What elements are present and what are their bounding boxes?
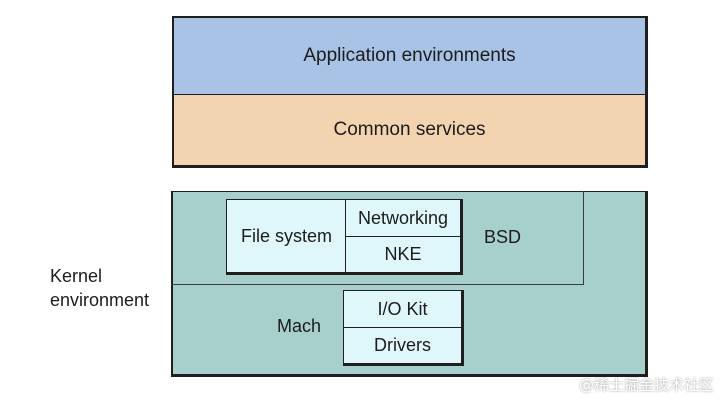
bsd-region-edge bbox=[583, 191, 584, 285]
kernel-label-line1: Kernel bbox=[50, 266, 103, 286]
drivers-box: Drivers bbox=[343, 328, 464, 366]
kernel-environment-label: Kernel environment bbox=[50, 264, 149, 312]
kernel-label-line2: environment bbox=[50, 290, 150, 310]
io-kit-box: I/O Kit bbox=[343, 290, 464, 328]
application-environments-layer: Application environments bbox=[172, 16, 648, 94]
bsd-region-divider bbox=[171, 284, 584, 285]
application-environments-label: Application environments bbox=[303, 45, 516, 66]
common-services-layer: Common services bbox=[172, 94, 648, 168]
nke-box: NKE bbox=[345, 237, 463, 275]
networking-label: Networking bbox=[357, 207, 449, 228]
io-kit-label: I/O Kit bbox=[377, 298, 428, 319]
watermark: @稀土掘金技术社区 bbox=[578, 376, 714, 394]
file-system-label: File system bbox=[240, 225, 332, 246]
file-system-box: File system bbox=[226, 199, 346, 275]
common-services-label: Common services bbox=[333, 119, 486, 140]
bsd-label: BSD bbox=[484, 227, 522, 247]
nke-label: NKE bbox=[384, 244, 422, 264]
mach-label: Mach bbox=[277, 316, 322, 336]
networking-box: Networking bbox=[345, 199, 463, 237]
drivers-label: Drivers bbox=[374, 335, 431, 355]
